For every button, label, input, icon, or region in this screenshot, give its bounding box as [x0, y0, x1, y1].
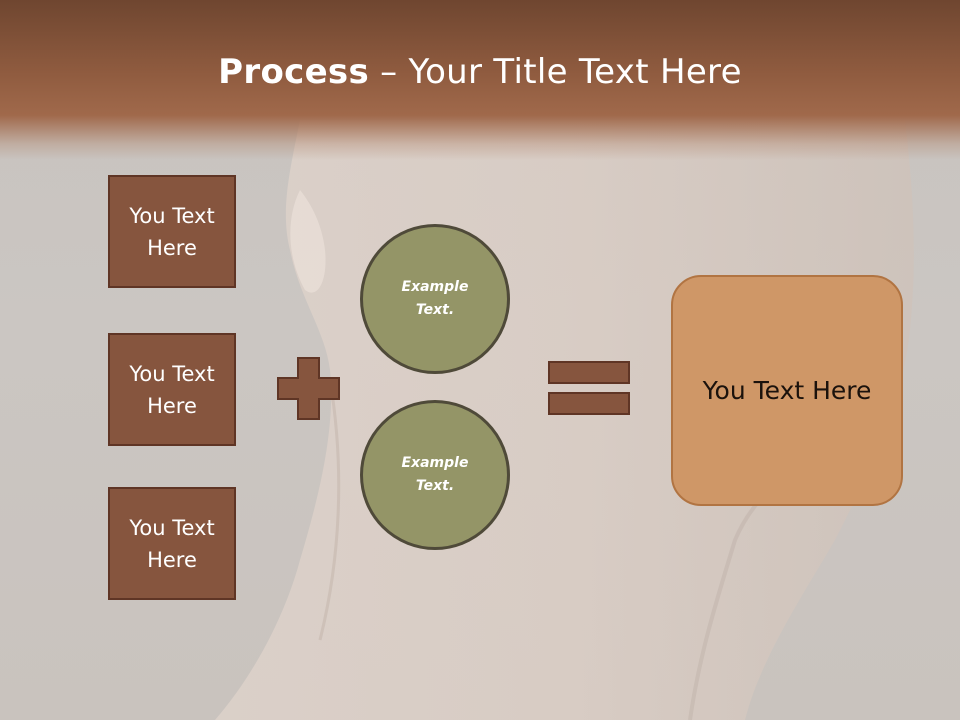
equals-icon — [548, 361, 630, 415]
input-box-label: You Text Here — [129, 361, 215, 418]
input-box-label: You Text Here — [129, 515, 215, 572]
input-box-3: You Text Here — [108, 487, 236, 600]
title-rest: – Your Title Text Here — [369, 52, 742, 92]
slide-title: Process – Your Title Text Here — [0, 52, 960, 92]
example-circle-2: Example Text. — [360, 400, 510, 550]
title-bar — [0, 0, 960, 160]
input-box-2: You Text Here — [108, 333, 236, 446]
plus-icon — [277, 357, 340, 420]
circle-label: Example Text. — [401, 455, 469, 494]
input-box-1: You Text Here — [108, 175, 236, 288]
title-bold: Process — [218, 52, 370, 92]
result-box: You Text Here — [671, 275, 903, 506]
input-box-label: You Text Here — [129, 203, 215, 260]
circle-label: Example Text. — [401, 279, 469, 318]
example-circle-1: Example Text. — [360, 224, 510, 374]
result-label: You Text Here — [702, 376, 872, 405]
